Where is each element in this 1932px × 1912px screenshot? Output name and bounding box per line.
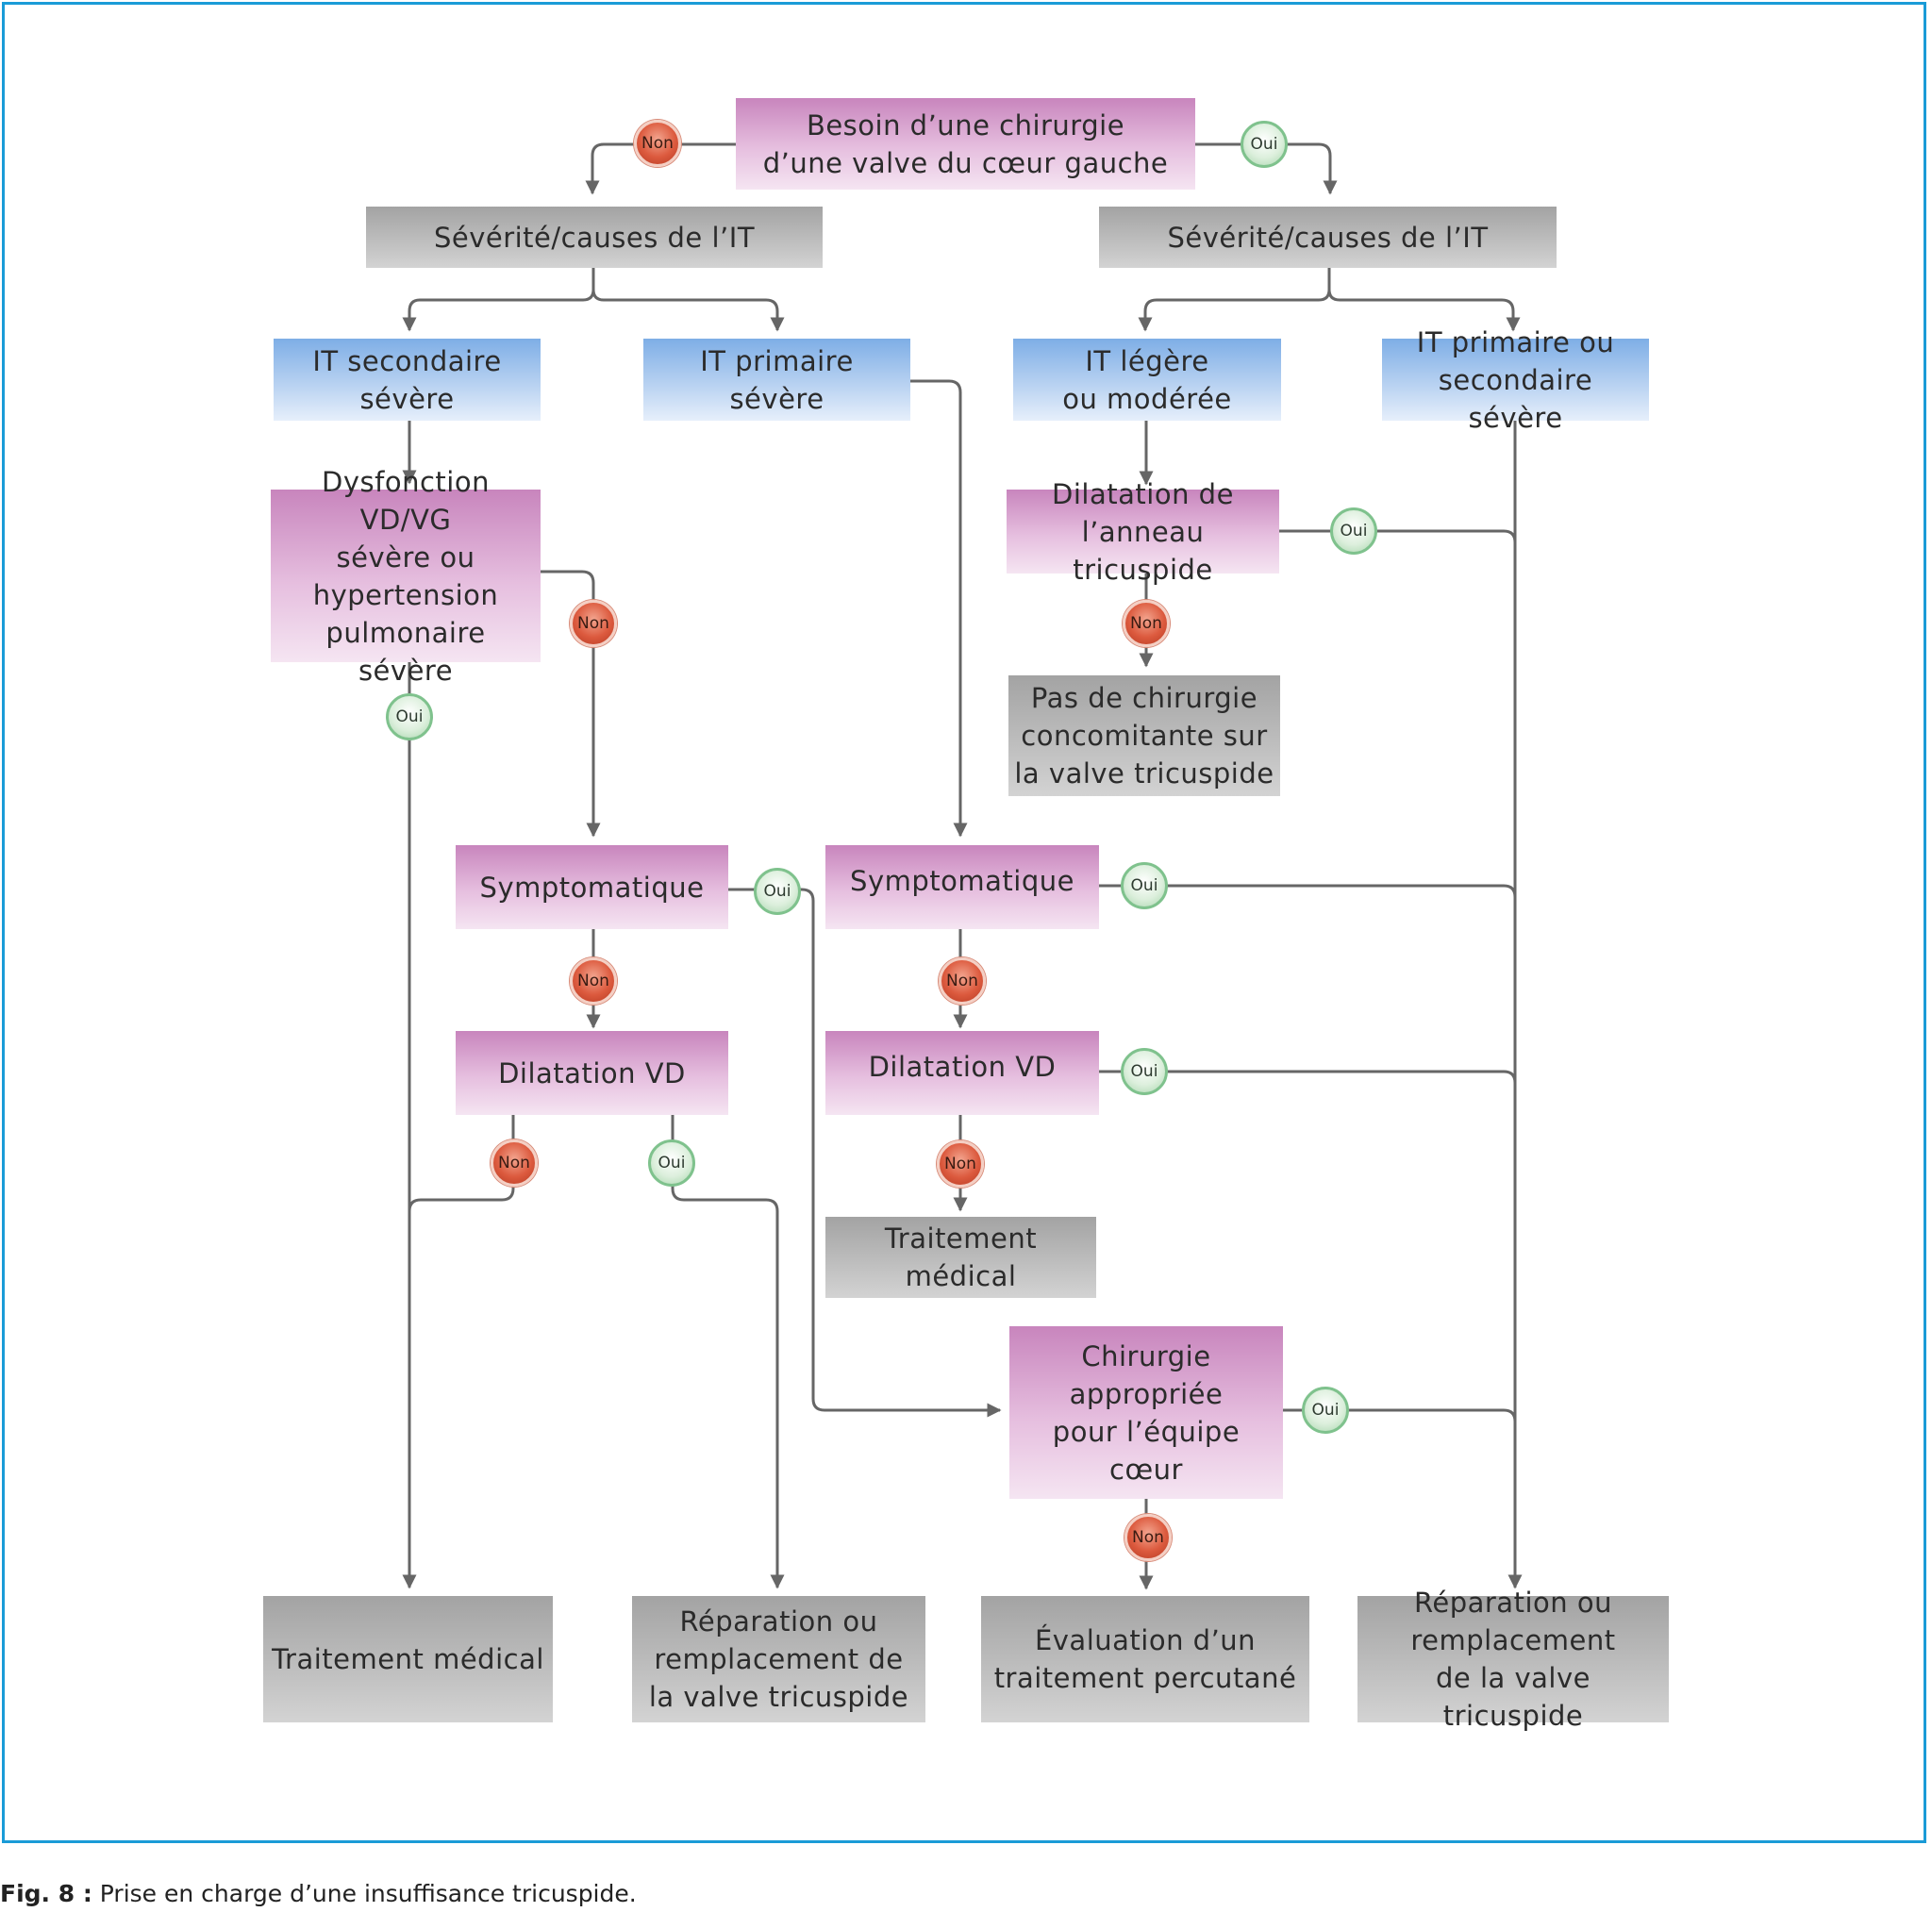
caption-prefix: Fig. 8 : — [0, 1880, 92, 1907]
node-it-primary-severe: IT primaire sévère — [643, 339, 910, 421]
badge-non-top: Non — [634, 120, 681, 167]
node-medical-treatment-bottom: Traitement médical — [263, 1596, 553, 1722]
badge-non-rv-dilation-left: Non — [491, 1139, 538, 1187]
node-need-surgery: Besoin d’une chirurgie d’une valve du cœ… — [736, 98, 1195, 190]
node-it-secondary-severe: IT secondaire sévère — [274, 339, 541, 421]
badge-oui-top: Oui — [1241, 121, 1288, 168]
edge-sev-left-a — [402, 268, 595, 332]
edge-anneau-oui — [1279, 529, 1517, 543]
badge-oui-rv-dilation-left: Oui — [648, 1139, 695, 1187]
badge-oui-rv-dilation-mid: Oui — [1121, 1048, 1168, 1095]
badge-non-annulus: Non — [1123, 600, 1170, 647]
node-it-mild-moderate: IT légère ou modérée — [1013, 339, 1281, 421]
badge-non-dysfunction: Non — [570, 600, 617, 647]
badge-oui-annulus: Oui — [1330, 507, 1377, 555]
edge-sev-right-b — [1327, 289, 1521, 332]
edge-dvd-mid-oui — [1099, 1070, 1517, 1084]
badge-non-rv-dilation-mid: Non — [937, 1140, 984, 1188]
edge-dys-non — [541, 570, 601, 838]
node-annulus-dilation: Dilatation de l’anneau tricuspide — [1007, 478, 1279, 586]
edge-dvd-left-oui — [671, 1115, 785, 1589]
edge-top-oui — [1195, 142, 1338, 195]
node-dysfunction: Dysfonction VD/VG sévère ou hypertension… — [271, 466, 541, 687]
badge-non-symptomatic-mid: Non — [939, 957, 986, 1005]
badge-oui-symptomatic-left: Oui — [754, 868, 801, 915]
badge-oui-dysfunction: Oui — [386, 693, 433, 740]
caption-text: Prise en charge d’une insuffisance tricu… — [92, 1880, 637, 1907]
node-no-concomitant-surgery: Pas de chirurgie concomitante sur la val… — [1008, 675, 1280, 796]
edge-prim-sym — [910, 379, 968, 838]
node-symptomatic-left: Symptomatique — [456, 845, 728, 929]
edge-sym-mid-oui — [1099, 884, 1517, 898]
node-surgery-appropriate: Chirurgie appropriée pour l’équipe cœur — [1009, 1326, 1283, 1499]
node-percutaneous-eval: Évaluation d’un traitement percutané — [981, 1596, 1309, 1722]
node-rv-dilation-mid: Dilatation VD — [825, 1031, 1099, 1115]
node-severity-left: Sévérité/causes de l’IT — [366, 207, 823, 268]
edge-chir-oui — [1283, 1408, 1517, 1422]
badge-non-symptomatic-left: Non — [570, 957, 617, 1005]
edge-sev-right-a — [1138, 268, 1331, 332]
node-it-primary-or-secondary: IT primaire ou secondaire sévère — [1382, 326, 1649, 434]
diagram-frame — [2, 2, 1926, 1843]
badge-non-surgery: Non — [1124, 1514, 1172, 1561]
node-repair-replace-left: Réparation ou remplacement de la valve t… — [632, 1596, 925, 1722]
edge-sym-left-oui — [728, 888, 1002, 1418]
figure-caption: Fig. 8 : Prise en charge d’une insuffisa… — [0, 1880, 637, 1907]
badge-oui-surgery: Oui — [1302, 1387, 1349, 1434]
node-symptomatic-mid: Symptomatique — [825, 845, 1099, 929]
node-medical-treatment-mid: Traitement médical — [825, 1217, 1096, 1298]
node-rv-dilation-left: Dilatation VD — [456, 1031, 728, 1115]
node-repair-replace-right: Réparation ou remplacement de la valve t… — [1357, 1587, 1669, 1732]
node-severity-right: Sévérité/causes de l’IT — [1099, 207, 1557, 268]
edge-dvd-left-non — [408, 1115, 515, 1212]
edge-sev-left-b — [591, 289, 785, 332]
edge-top-non — [585, 142, 736, 195]
badge-oui-symptomatic-mid: Oui — [1121, 862, 1168, 909]
